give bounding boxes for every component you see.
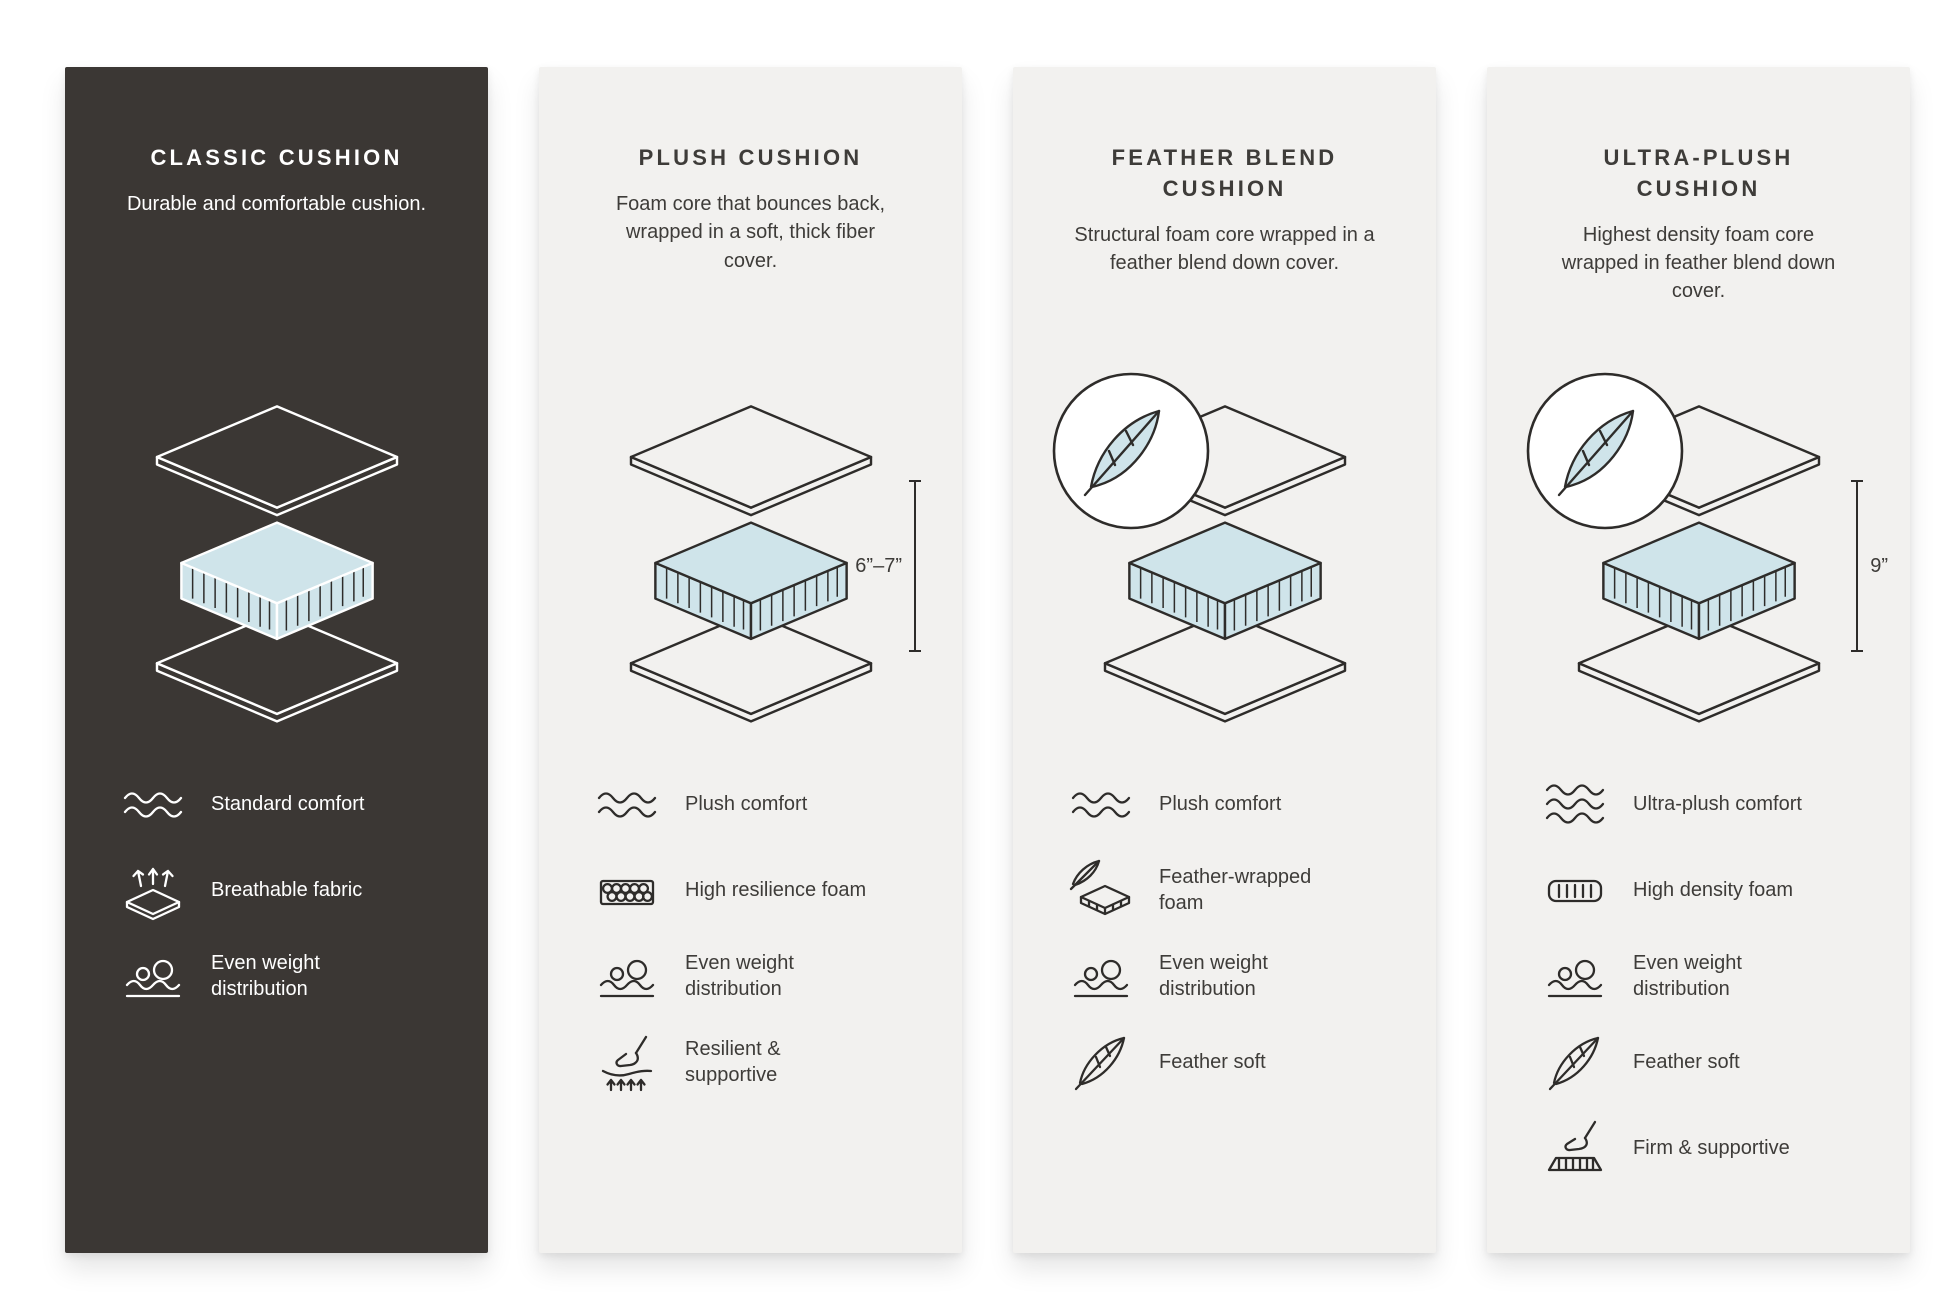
feature-label: Even weight distribution bbox=[1159, 952, 1268, 1000]
breathable-fabric-icon bbox=[121, 858, 185, 922]
layered-cushion-diagram bbox=[65, 395, 488, 755]
feature-label: Breathable fabric bbox=[211, 879, 363, 901]
feature-label: Even weight distribution bbox=[685, 952, 794, 1000]
measurement-line bbox=[909, 480, 921, 652]
card-title: ULTRA-PLUSH CUSHION bbox=[1603, 145, 1794, 201]
feature-row: Even weight distribution bbox=[1543, 944, 1886, 1008]
feature-label: High resilience foam bbox=[685, 879, 867, 901]
feature-row: Plush comfort bbox=[595, 772, 938, 836]
feather-icon bbox=[1069, 1030, 1133, 1094]
feature-label: Resilient & supportive bbox=[685, 1038, 781, 1086]
feature-list: Plush comfort High resilience foam bbox=[595, 772, 938, 1094]
feature-label: Even weight distribution bbox=[1633, 952, 1742, 1000]
layered-cushion-diagram: 6”–7” bbox=[539, 395, 962, 755]
feature-row: Firm & supportive bbox=[1543, 1116, 1886, 1180]
feature-row: Resilient & supportive bbox=[595, 1030, 938, 1094]
card-description: Durable and comfortable cushion. bbox=[126, 192, 427, 215]
layered-cushion-diagram: 9” bbox=[1487, 372, 1910, 755]
waves-icon bbox=[121, 772, 185, 836]
weight-distribution-icon bbox=[121, 944, 185, 1008]
feature-row: Even weight distribution bbox=[121, 944, 464, 1008]
weight-distribution-icon bbox=[1069, 944, 1133, 1008]
card-row: CLASSIC CUSHION Durable and comfortable … bbox=[65, 67, 1910, 1253]
height-measurement: 6”–7” bbox=[855, 480, 921, 652]
feature-label: Feather soft bbox=[1159, 1051, 1266, 1073]
feature-label: Feather-wrapped foam bbox=[1159, 866, 1312, 914]
feature-label: Even weight distribution bbox=[211, 952, 320, 1000]
card-classic-cushion: CLASSIC CUSHION Durable and comfortable … bbox=[65, 67, 488, 1253]
card-title: CLASSIC CUSHION bbox=[150, 145, 403, 170]
feature-row: Even weight distribution bbox=[595, 944, 938, 1008]
high-density-foam-icon bbox=[1543, 858, 1607, 922]
height-measurement: 9” bbox=[1851, 480, 1888, 652]
feature-row: Breathable fabric bbox=[121, 858, 464, 922]
feature-row: Feather soft bbox=[1069, 1030, 1412, 1094]
feather-badge-icon bbox=[1523, 369, 1687, 533]
feature-label: High density foam bbox=[1633, 879, 1794, 901]
card-ultra-plush-cushion: ULTRA-PLUSH CUSHION Highest density foam… bbox=[1487, 67, 1910, 1253]
feature-list: Ultra-plush comfort High density foam bbox=[1543, 772, 1886, 1180]
card-title: FEATHER BLEND CUSHION bbox=[1111, 145, 1338, 201]
feature-label: Standard comfort bbox=[211, 793, 365, 815]
waves-icon bbox=[1069, 772, 1133, 836]
waves-icon bbox=[595, 772, 659, 836]
feather-icon bbox=[1543, 1030, 1607, 1094]
feature-row: Feather-wrapped foam bbox=[1069, 858, 1412, 922]
feather-badge-icon bbox=[1049, 369, 1213, 533]
card-description: Foam core that bounces back, wrapped in … bbox=[615, 192, 886, 272]
feature-row: Standard comfort bbox=[121, 772, 464, 836]
resilience-foam-icon bbox=[595, 858, 659, 922]
waves-icon bbox=[1543, 772, 1607, 836]
feature-row: Even weight distribution bbox=[1069, 944, 1412, 1008]
weight-distribution-icon bbox=[595, 944, 659, 1008]
layered-cushion-diagram bbox=[1013, 372, 1436, 755]
cushion-layers-illustration bbox=[155, 405, 398, 723]
resilient-supportive-icon bbox=[595, 1030, 659, 1094]
feature-row: High density foam bbox=[1543, 858, 1886, 922]
firm-supportive-icon bbox=[1543, 1116, 1607, 1180]
feature-list: Standard comfort Breathable fabric bbox=[121, 772, 464, 1008]
card-feather-blend-cushion: FEATHER BLEND CUSHION Structural foam co… bbox=[1013, 67, 1436, 1253]
height-measurement-label: 6”–7” bbox=[855, 554, 902, 577]
feature-label: Firm & supportive bbox=[1633, 1137, 1790, 1159]
cushion-layers-illustration bbox=[629, 405, 872, 723]
feature-row: High resilience foam bbox=[595, 858, 938, 922]
feature-row: Feather soft bbox=[1543, 1030, 1886, 1094]
card-description: Structural foam core wrapped in a feathe… bbox=[1074, 223, 1375, 274]
feature-label: Ultra-plush comfort bbox=[1633, 793, 1802, 815]
measurement-line bbox=[1851, 480, 1864, 652]
card-plush-cushion: PLUSH CUSHION Foam core that bounces bac… bbox=[539, 67, 962, 1253]
feature-label: Plush comfort bbox=[1159, 793, 1282, 815]
card-description: Highest density foam core wrapped in fea… bbox=[1561, 223, 1836, 303]
card-title: PLUSH CUSHION bbox=[638, 145, 863, 170]
feather-wrapped-foam-icon bbox=[1069, 858, 1133, 922]
feature-row: Plush comfort bbox=[1069, 772, 1412, 836]
weight-distribution-icon bbox=[1543, 944, 1607, 1008]
height-measurement-label: 9” bbox=[1870, 554, 1888, 577]
feature-label: Plush comfort bbox=[685, 793, 808, 815]
feature-label: Feather soft bbox=[1633, 1051, 1740, 1073]
feature-list: Plush comfort Feather-wrapped foam bbox=[1069, 772, 1412, 1094]
feature-row: Ultra-plush comfort bbox=[1543, 772, 1886, 836]
